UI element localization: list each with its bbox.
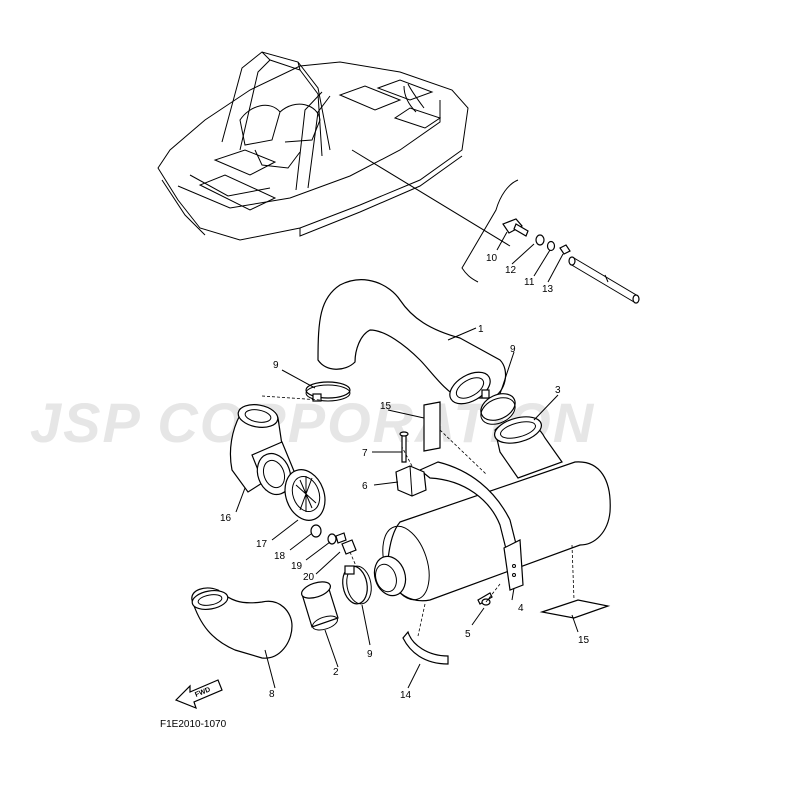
callout-10: 10	[486, 253, 498, 264]
part-1-hose	[317, 279, 507, 405]
part-12-washer	[535, 234, 545, 246]
part-6-bracket	[395, 465, 427, 497]
part-3-hose	[494, 416, 563, 479]
part-7-bolt	[399, 431, 409, 463]
callout-1: 1	[478, 324, 484, 335]
callout-15-a: 15	[380, 401, 392, 412]
part-11-washer	[546, 240, 556, 252]
callout-17: 17	[256, 539, 268, 550]
callout-15-b: 15	[578, 635, 590, 646]
boat-illustration	[157, 51, 469, 241]
part-5-bolt	[477, 592, 493, 606]
tube-detail	[568, 256, 640, 304]
callout-labels: 1 2 3 4 5 6 7 8 9 9 9 10 11 12 13 14 15 …	[220, 253, 590, 701]
callout-2: 2	[333, 667, 339, 678]
callout-13: 13	[542, 284, 554, 295]
callout-16: 16	[220, 513, 232, 524]
detail-bracket	[461, 179, 519, 283]
part-4-strap	[418, 461, 524, 591]
part-20-bolt	[335, 532, 357, 555]
callout-9-b: 9	[510, 344, 516, 355]
assembly-lines	[261, 395, 575, 637]
part-10-fitting	[502, 218, 529, 237]
callout-18: 18	[274, 551, 286, 562]
callout-5: 5	[465, 629, 471, 640]
part-16-elbow	[229, 404, 297, 496]
part-15-pad-a	[423, 401, 441, 452]
callout-20: 20	[303, 572, 315, 583]
part-19-washer	[327, 533, 337, 545]
callout-11: 11	[524, 277, 535, 288]
part-17-valve	[284, 469, 326, 521]
muffler-body	[373, 461, 611, 602]
callout-3: 3	[555, 385, 561, 396]
leader-lines	[235, 231, 579, 689]
callout-9-c: 9	[367, 649, 373, 660]
fwd-arrow-icon: FWD	[174, 679, 223, 710]
callout-14: 14	[400, 690, 412, 701]
part-14-strip	[402, 630, 449, 665]
boat-leader-line	[351, 149, 511, 247]
diagram-code: F1E2010-1070	[160, 719, 227, 730]
part-15-pad-b	[539, 599, 611, 619]
callout-7: 7	[362, 448, 368, 459]
callout-12: 12	[505, 265, 517, 276]
callout-19: 19	[291, 561, 303, 572]
part-9-clamp-c	[342, 565, 372, 605]
part-8-hose	[191, 587, 293, 659]
part-18-bushing	[310, 524, 322, 538]
callout-8: 8	[269, 689, 275, 700]
part-9-clamp-b	[480, 389, 516, 425]
part-9-clamp-a	[305, 381, 351, 402]
callout-9-a: 9	[273, 360, 279, 371]
part-2-sleeve	[300, 581, 339, 631]
part-13-nut	[559, 244, 571, 255]
callout-6: 6	[362, 481, 368, 492]
callout-4: 4	[518, 603, 524, 614]
